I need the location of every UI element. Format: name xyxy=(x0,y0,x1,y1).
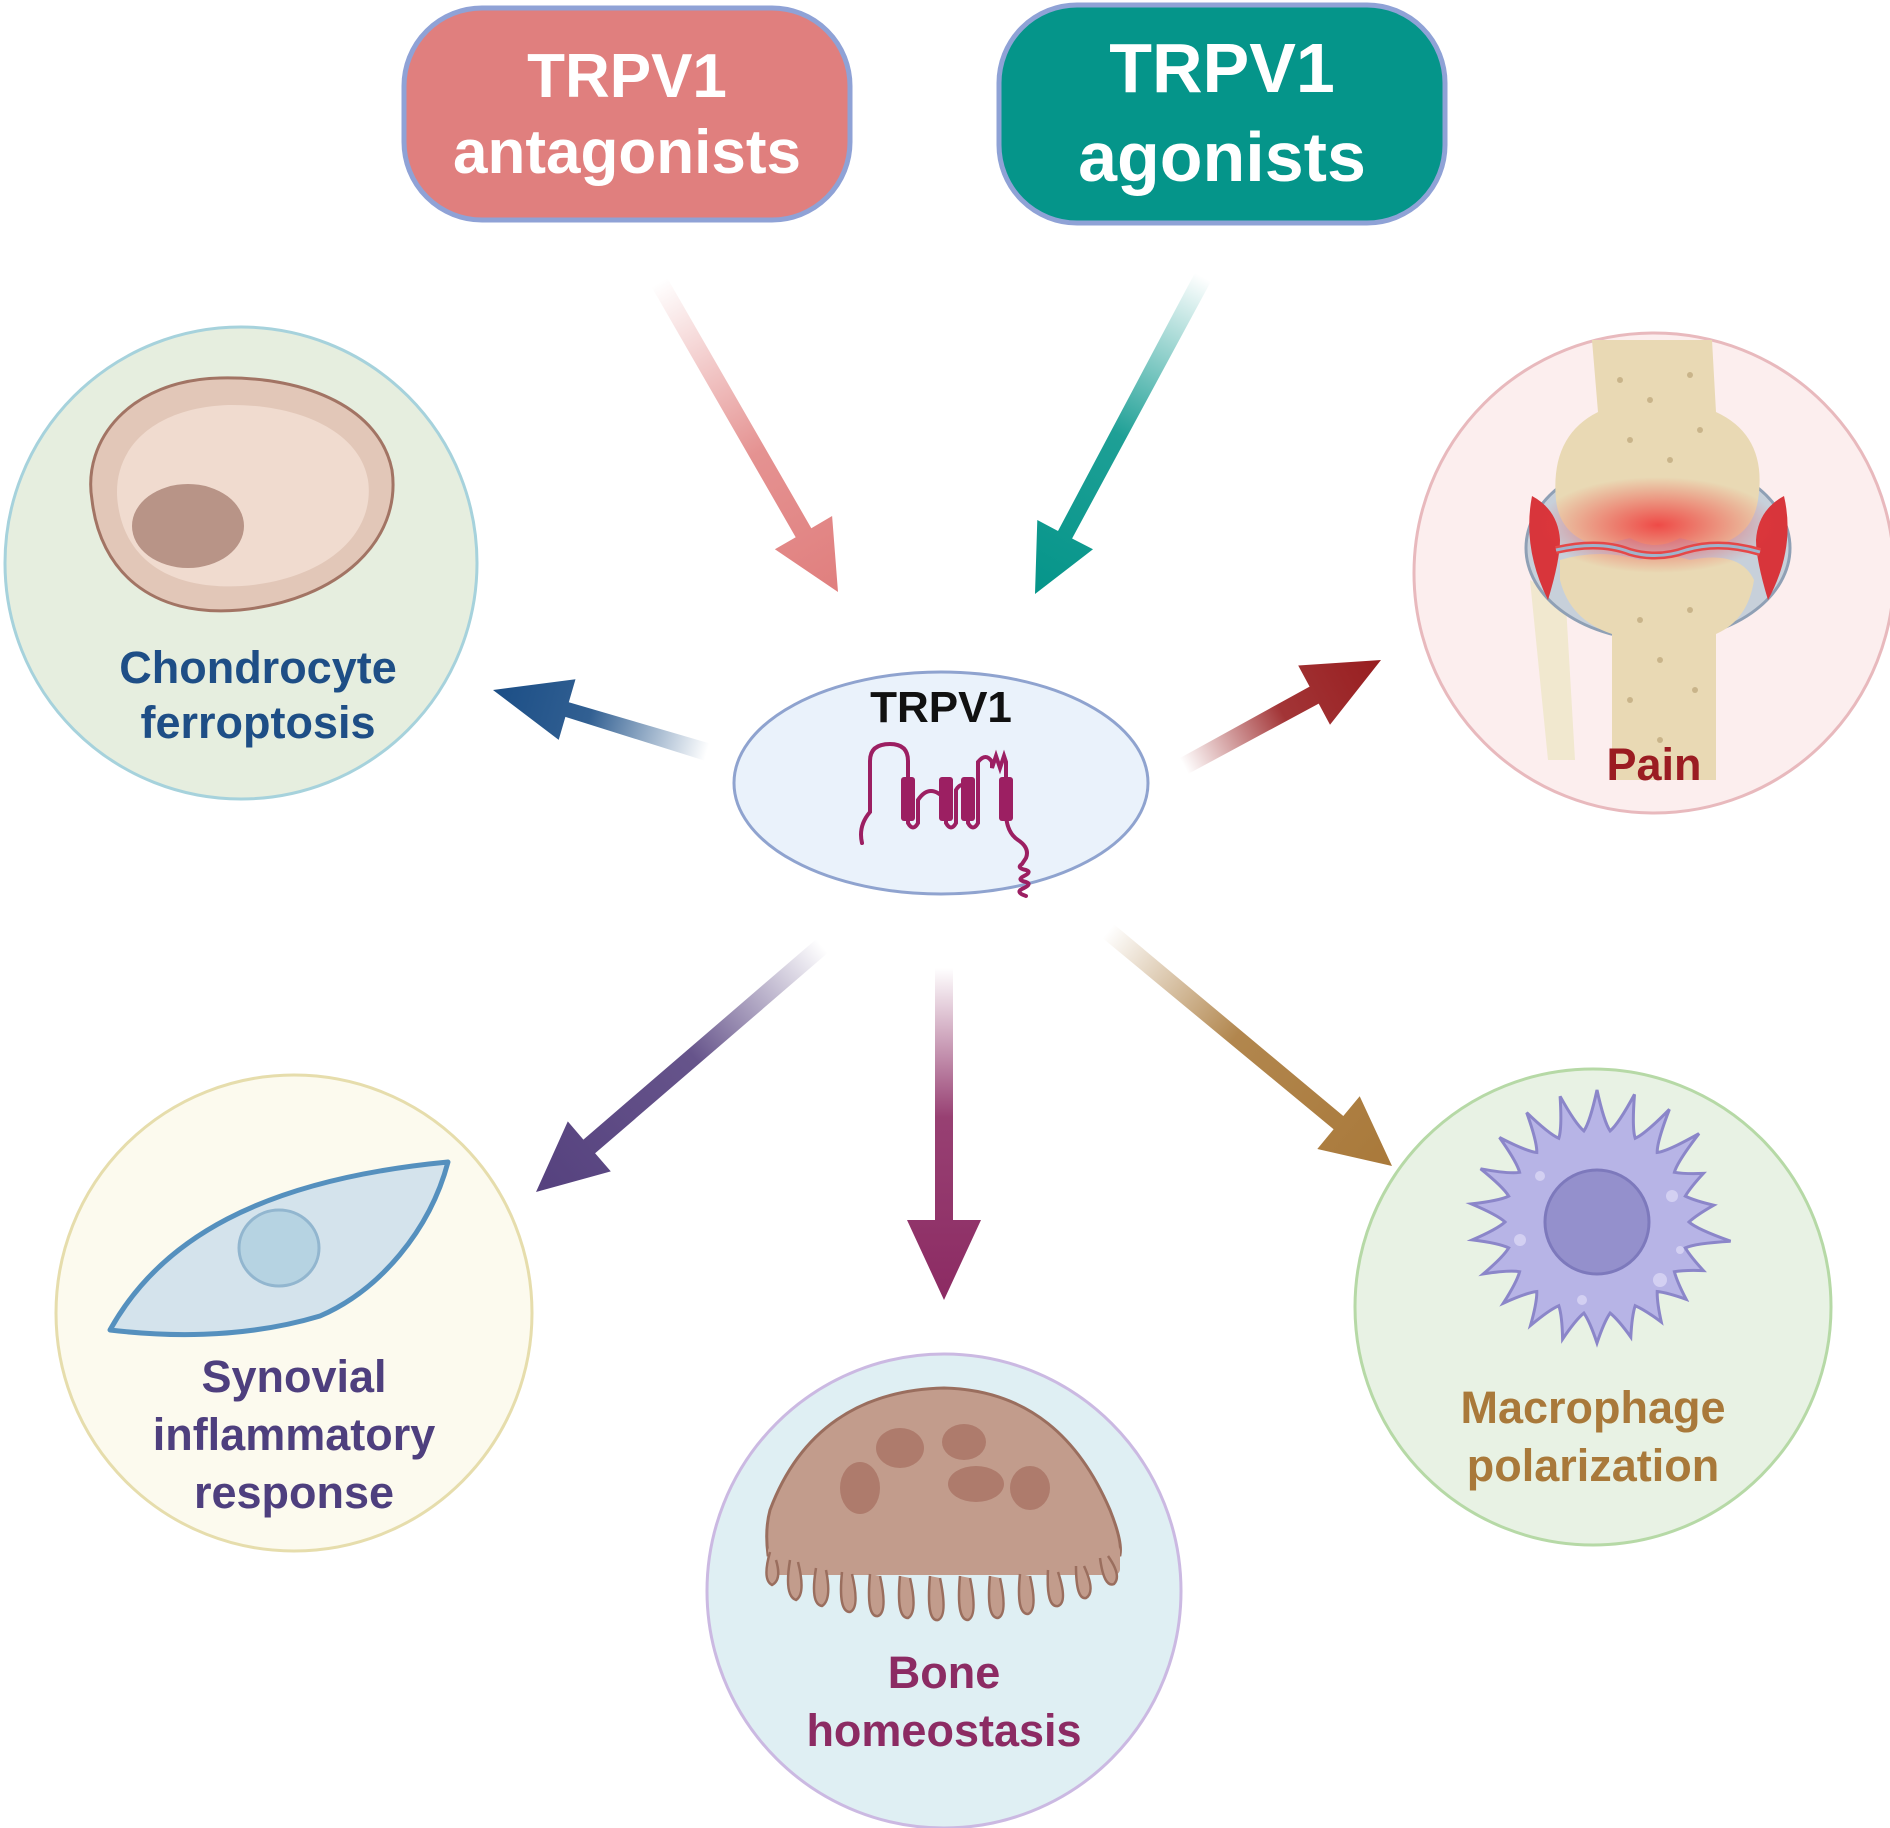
pain-label: Pain xyxy=(1606,739,1701,790)
macrophage-cell-icon xyxy=(1465,1089,1732,1348)
arrow-agonists-to-center xyxy=(1035,272,1211,594)
chondrocyte-label-line2: ferroptosis xyxy=(140,697,375,748)
chondrocyte-label-line1: Chondrocyte xyxy=(119,642,397,693)
trpv1-channel-icon xyxy=(859,741,1031,898)
chondrocyte-cell-icon xyxy=(89,376,395,613)
synovial-label-line2: inflammatory xyxy=(153,1409,436,1460)
agonists-label-line2: agonists xyxy=(1078,118,1366,196)
bone-label-line2: homeostasis xyxy=(806,1705,1081,1756)
synovial-label-line3: response xyxy=(194,1467,394,1518)
arrow-center-to-pain xyxy=(1179,660,1381,774)
antagonists-label-line1: TRPV1 xyxy=(527,42,727,111)
osteoclast-cell-icon xyxy=(765,1386,1122,1622)
synovial-label-line1: Synovial xyxy=(201,1351,386,1402)
bone-node: Bone homeostasis xyxy=(705,1352,1183,1828)
chondrocyte-node: Chondrocyte ferroptosis xyxy=(3,325,479,801)
arrow-center-to-synovial xyxy=(536,939,828,1192)
agonists-node: TRPV1 agonists xyxy=(996,2,1448,226)
pain-node: Pain xyxy=(1412,331,1890,815)
antagonists-box xyxy=(401,5,853,223)
macrophage-node: Macrophage polarization xyxy=(1353,1067,1833,1547)
trpv1-center-node: TRPV1 xyxy=(732,670,1150,898)
synovial-node: Synovial inflammatory response xyxy=(54,1073,534,1553)
arrow-center-to-bone xyxy=(907,968,981,1300)
arrow-center-to-macrophage xyxy=(1102,924,1392,1166)
agonists-label-line1: TRPV1 xyxy=(1109,29,1335,107)
knee-joint-icon xyxy=(1524,340,1792,780)
arrow-center-to-chondrocyte xyxy=(493,679,710,761)
arrow-antagonists-to-center xyxy=(651,277,838,592)
macrophage-label-line1: Macrophage xyxy=(1460,1382,1725,1433)
macrophage-label-line2: polarization xyxy=(1467,1440,1720,1491)
center-label: TRPV1 xyxy=(870,683,1012,732)
antagonists-label-line2: antagonists xyxy=(453,118,801,187)
agonists-box xyxy=(996,2,1448,226)
bone-label-line1: Bone xyxy=(888,1647,1001,1698)
synovial-cell-icon xyxy=(107,1159,451,1338)
antagonists-node: TRPV1 antagonists xyxy=(401,5,853,223)
